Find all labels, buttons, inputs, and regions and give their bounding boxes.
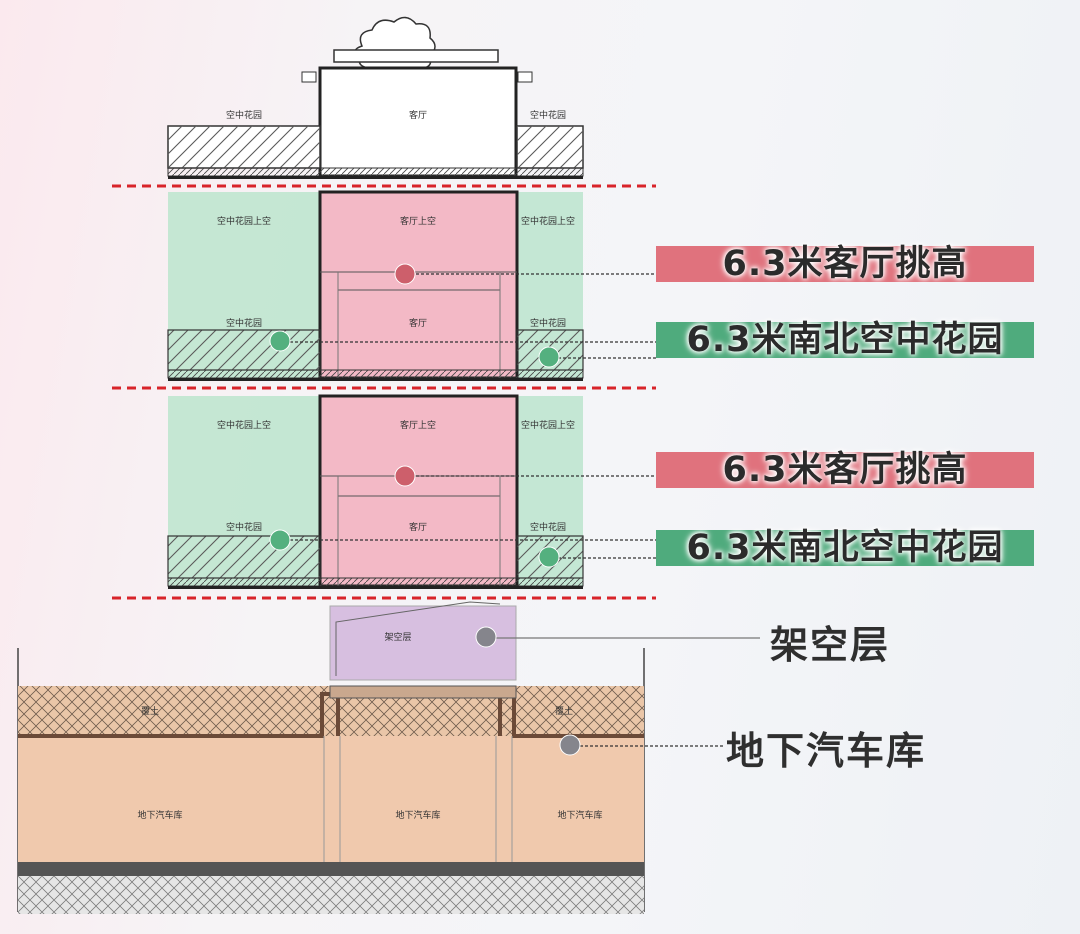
garden-void-left-label: 空中花园上空 [217,215,271,227]
callout-text: 6.3米南北空中花园 [686,320,1004,360]
living-room-label: 客厅 [409,521,427,533]
top-living-room [318,66,518,178]
marker-dot-garden-2a [269,529,291,551]
marker-dot-living-1 [394,263,416,285]
marker-dot-garage [559,734,581,756]
garage-area [18,736,644,862]
callout-sky-garden-2: 6.3米南北空中花园 [656,530,1034,566]
callout-text: 6.3米客厅挑高 [722,450,968,490]
roof-parapet [333,49,499,63]
living-double-height [318,394,519,588]
living-void-label: 客厅上空 [400,215,436,227]
markers [269,263,581,756]
soil-label-left: 覆土 [141,705,159,717]
soil-label-right: 覆土 [555,705,573,717]
stilt-floor-label: 架空层 [384,631,411,643]
marker-dot-garden-1b [538,346,560,368]
marker-dot-living-2 [394,465,416,487]
garden-left-label: 空中花园 [226,521,262,533]
top-level: 客厅 空中花园 空中花园 [167,16,584,179]
garage-label-right: 地下汽车库 [557,809,602,821]
garden-left-label: 空中花园 [226,317,262,329]
top-garden-left-label: 空中花园 [226,109,262,121]
top-living-room-label: 客厅 [409,109,427,121]
garden-right-label: 空中花园 [530,317,566,329]
garden-void-right-label: 空中花园上空 [521,215,575,227]
callout-living-height-1: 6.3米客厅挑高 [656,246,1034,282]
unit-upper: 空中花园上空 空中花园上空 客厅上空 客厅 空中花园 空中花园 [167,190,584,381]
callout-sky-garden-1: 6.3米南北空中花园 [656,322,1034,358]
marker-dot-stilt [475,626,497,648]
garden-void-left-label: 空中花园上空 [217,419,271,431]
garden-right-label: 空中花园 [530,521,566,533]
living-room-label: 客厅 [409,317,427,329]
garage-label-left: 地下汽车库 [137,809,182,821]
marker-dot-garden-2b [538,546,560,568]
callout-living-height-2: 6.3米客厅挑高 [656,452,1034,488]
stilt-floor-callout: 架空层 [770,623,891,667]
garage: 覆土 覆土 地下汽车库 地下汽车库 地下汽车库 [17,648,645,914]
garage-label-center: 地下汽车库 [395,809,440,821]
callout-text: 6.3米南北空中花园 [686,528,1004,568]
marker-dot-garden-1a [269,330,291,352]
living-void-label: 客厅上空 [400,419,436,431]
garage-callout: 地下汽车库 [726,729,927,773]
leader-lines [290,273,760,747]
living-double-height [318,190,519,380]
unit-lower: 空中花园上空 空中花园上空 客厅上空 客厅 空中花园 空中花园 [167,394,584,589]
garden-void-right-label: 空中花园上空 [521,419,575,431]
top-garden-right-label: 空中花园 [530,109,566,121]
callout-text: 6.3米客厅挑高 [722,244,968,284]
